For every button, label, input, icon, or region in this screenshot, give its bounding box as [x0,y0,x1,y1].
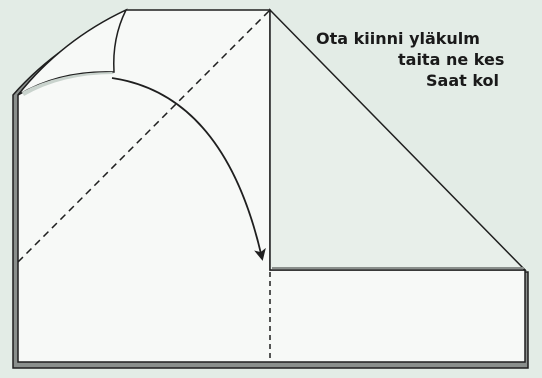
instruction-line-3: Saat kol [426,71,500,90]
instruction-text: Ota kiinni yläkulm taita ne kes Saat kol [310,29,542,109]
fold-arrow-icon [111,77,266,261]
lifting-corner-shadow [22,72,114,96]
folded-triangle-flap [269,8,527,271]
lifting-corner-curl [17,8,128,96]
instruction-line-2: taita ne kes [398,50,505,69]
instruction-line-1: Ota kiinni yläkulm [316,29,480,48]
